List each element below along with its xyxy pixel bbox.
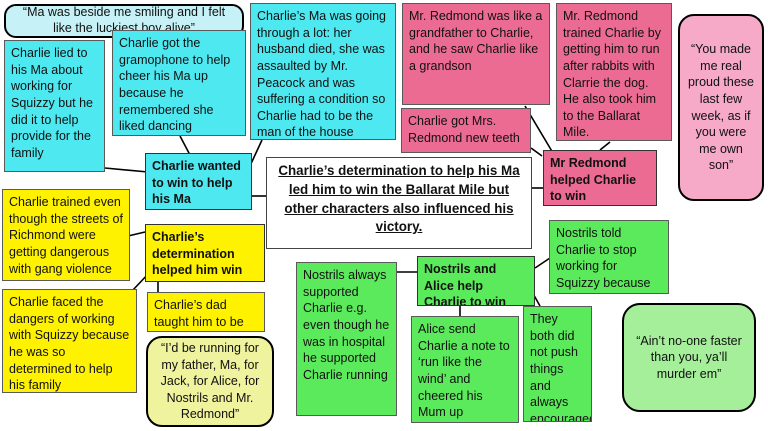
redmond-teeth-box: Charlie got Mrs. Redmond new teeth: [401, 108, 531, 153]
redmond-trained-box: Mr. Redmond trained Charlie by getting h…: [556, 3, 672, 141]
det-dad-text: Charlie’s dad taught him to be resilient: [154, 298, 244, 329]
nostrils-hub-text: Nostrils and Alice help Charlie to win: [424, 262, 506, 306]
redmond-hub-box: Mr Redmond helped Charlie to win: [543, 150, 657, 206]
connector-redmond-trained: [599, 141, 611, 151]
nostrils-pushed-box: They both did not push things and always…: [523, 306, 592, 422]
nostrils-pushed-text: They both did not push things and always…: [530, 312, 592, 422]
redmond-teeth-text: Charlie got Mrs. Redmond new teeth: [408, 114, 520, 145]
ma-going-through-box: Charlie’s Ma was going through a lot: he…: [250, 3, 396, 140]
nostrils-told-text: Nostrils told Charlie to stop working fo…: [556, 226, 655, 293]
ma-gramophone-box: Charlie got the gramophone to help cheer…: [112, 30, 246, 136]
nostrils-told-box: Nostrils told Charlie to stop working fo…: [549, 220, 669, 294]
redmond-grandfather-text: Mr. Redmond was like a grandfather to Ch…: [409, 9, 543, 73]
alice-note-text: Alice send Charlie a note to ‘run like t…: [418, 322, 510, 420]
det-dangers-box: Charlie faced the dangers of working wit…: [2, 289, 137, 393]
nostrils-quote-box: “Ain’t no-one faster than you, ya’ll mur…: [622, 303, 756, 412]
redmond-trained-text: Mr. Redmond trained Charlie by getting h…: [563, 9, 661, 140]
det-quote-box: “I’d be running for my father, Ma, for J…: [146, 336, 274, 427]
nostrils-supported-text: Nostrils always supported Charlie e.g. e…: [303, 268, 390, 382]
central-statement-text: Charlie’s determination to help his Ma l…: [278, 163, 520, 235]
connector-ma-lied: [104, 167, 149, 173]
ma-going-through-text: Charlie’s Ma was going through a lot: he…: [257, 9, 386, 140]
ma-lied-box: Charlie lied to his Ma about working for…: [4, 40, 105, 172]
det-hub-box: Charlie’s determination helped him win: [145, 224, 265, 282]
det-quote-text: “I’d be running for my father, Ma, for J…: [160, 340, 260, 422]
connector-nostrils-told: [534, 257, 551, 269]
det-hub-text: Charlie’s determination helped him win: [152, 230, 243, 278]
central-statement-box: Charlie’s determination to help his Ma l…: [266, 157, 532, 249]
ma-hub-box: Charlie wanted to win to help his Ma: [145, 153, 252, 210]
connector-redmond-teeth: [530, 147, 543, 157]
redmond-quote-text: “You made me real proud these last few w…: [687, 42, 755, 173]
nostrils-hub-box: Nostrils and Alice help Charlie to win: [417, 256, 535, 306]
det-dangers-text: Charlie faced the dangers of working wit…: [9, 295, 130, 393]
redmond-grandfather-box: Mr. Redmond was like a grandfather to Ch…: [402, 3, 550, 105]
connector-det-streets: [127, 231, 146, 237]
ma-lied-text: Charlie lied to his Ma about working for…: [11, 46, 93, 160]
ma-hub-text: Charlie wanted to win to help his Ma: [152, 159, 241, 207]
ma-gramophone-text: Charlie got the gramophone to help cheer…: [119, 36, 231, 134]
nostrils-quote-text: “Ain’t no-one faster than you, ya’ll mur…: [636, 333, 742, 381]
redmond-hub-text: Mr Redmond helped Charlie to win: [550, 156, 637, 204]
nostrils-supported-box: Nostrils always supported Charlie e.g. e…: [296, 262, 397, 416]
alice-note-box: Alice send Charlie a note to ‘run like t…: [411, 316, 519, 423]
redmond-quote-box: “You made me real proud these last few w…: [678, 14, 764, 201]
det-streets-text: Charlie trained even though the streets …: [9, 195, 123, 276]
det-streets-box: Charlie trained even though the streets …: [2, 189, 130, 281]
det-dad-box: Charlie’s dad taught him to be resilient: [147, 292, 265, 332]
